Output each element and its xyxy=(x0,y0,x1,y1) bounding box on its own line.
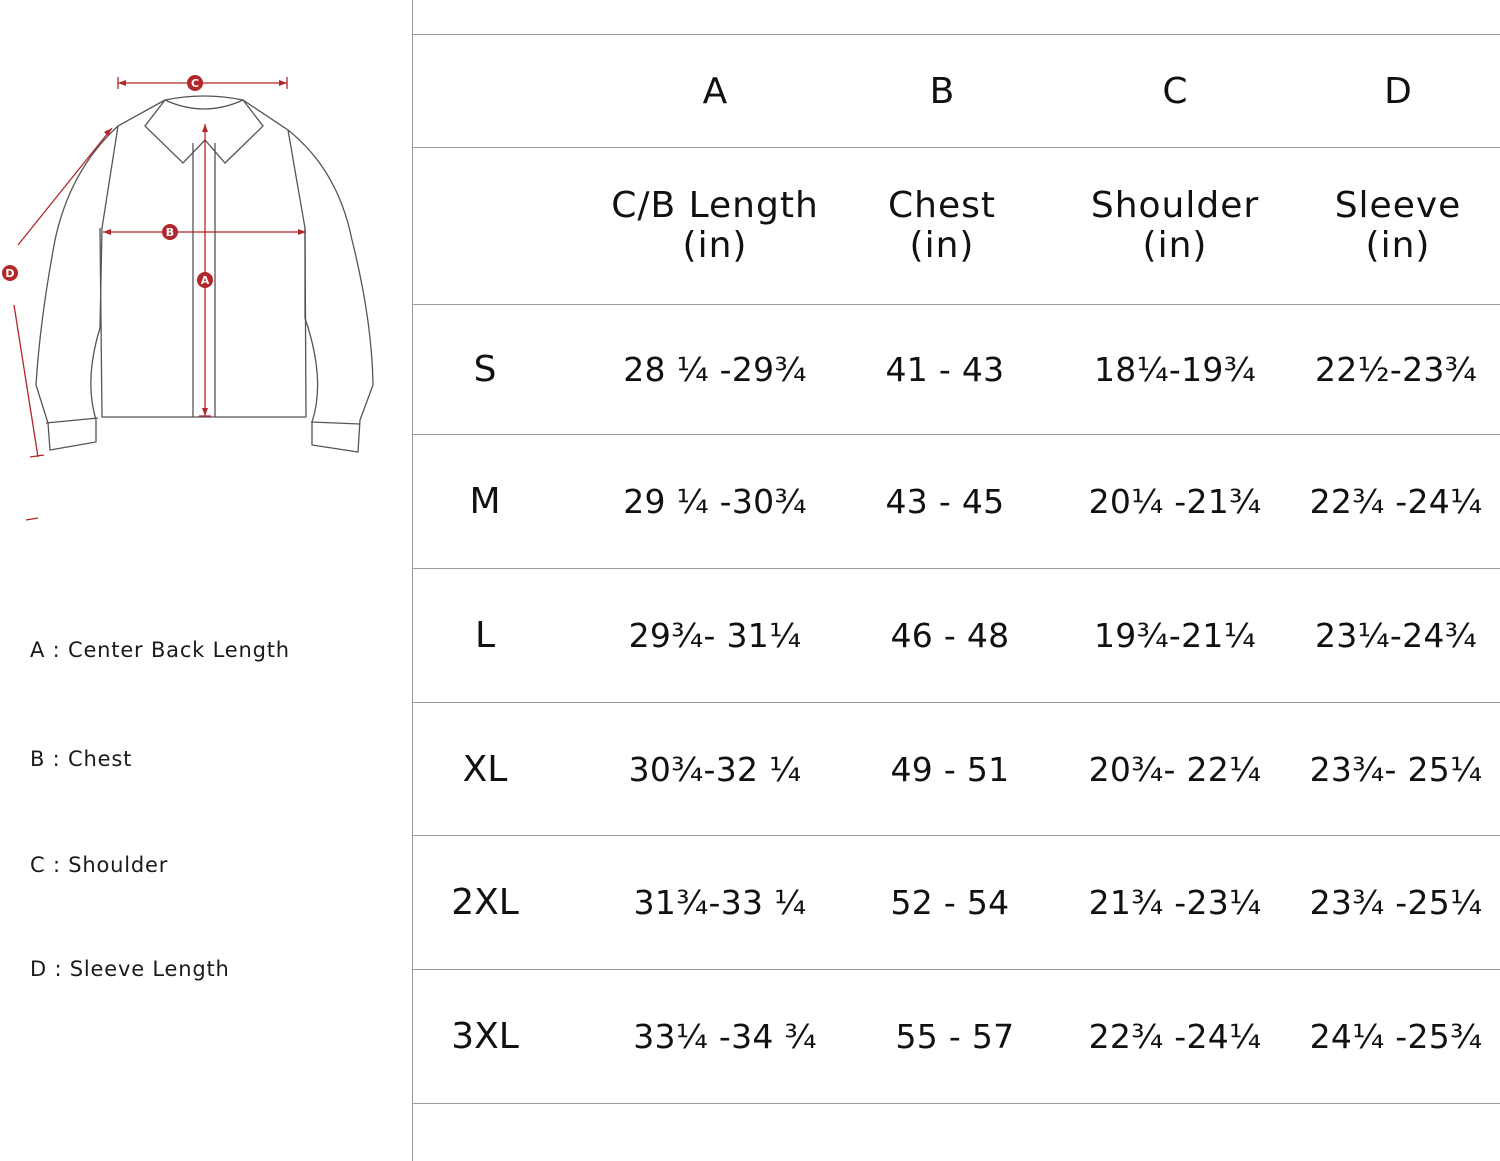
table-cell: 29 ¼ -30¾ xyxy=(623,482,807,521)
column-header-shoulder: Shoulder (in) xyxy=(1055,148,1295,304)
table-rule xyxy=(413,304,1500,305)
jacket-body-outline xyxy=(99,227,307,418)
svg-text:C: C xyxy=(191,77,199,90)
column-header-cb-length: C/B Length (in) xyxy=(595,148,835,304)
size-label-2xl: 2XL xyxy=(451,882,519,923)
size-label-3xl: 3XL xyxy=(451,1016,519,1057)
table-cell: 28 ¼ -29¾ xyxy=(623,350,807,389)
svg-text:A: A xyxy=(201,274,210,287)
marker-b xyxy=(162,224,178,240)
size-label-xl: XL xyxy=(462,748,508,790)
legend-center-back-length: A : Center Back Length xyxy=(30,638,290,662)
marker-c xyxy=(187,75,203,91)
size-label-l: L xyxy=(474,615,496,656)
table-rule xyxy=(413,147,1500,148)
legend-shoulder: C : Shoulder xyxy=(30,853,169,877)
column-header-name: Shoulder xyxy=(1090,185,1260,226)
table-cell: 19¾-21¼ xyxy=(1094,616,1256,655)
table-cell: 23¾- 25¼ xyxy=(1309,749,1483,789)
jacket-left-sleeve xyxy=(35,99,166,451)
table-cell: 31¾-33 ¼ xyxy=(633,883,807,922)
jacket-placket xyxy=(192,143,216,417)
left-panel: C B A D A : Center Back Length B : Chest… xyxy=(0,0,412,1161)
column-header-unit: (in) xyxy=(909,225,975,266)
table-rule xyxy=(413,568,1500,569)
table-rule xyxy=(413,1103,1500,1104)
table-cell: 22¾ -24¼ xyxy=(1088,1017,1262,1056)
column-header-unit: (in) xyxy=(1365,225,1431,266)
table-rule xyxy=(413,835,1500,836)
column-letter-c: C xyxy=(1162,70,1188,112)
table-rule xyxy=(413,702,1500,703)
table-cell: 30¾-32 ¼ xyxy=(628,749,802,789)
marker-d xyxy=(2,265,18,281)
table-cell: 22½-23¾ xyxy=(1315,350,1477,389)
measure-line-a xyxy=(199,124,211,417)
legend-chest: B : Chest xyxy=(30,747,133,771)
size-label-s: S xyxy=(473,349,497,390)
column-letter-b: B xyxy=(929,70,955,112)
table-cell: 41 - 43 xyxy=(885,350,1005,389)
table-cell: 20¾- 22¼ xyxy=(1088,749,1262,789)
table-cell: 55 - 57 xyxy=(895,1017,1015,1056)
table-cell: 24¼ -25¾ xyxy=(1309,1017,1483,1056)
table-cell: 43 - 45 xyxy=(885,482,1005,521)
table-rule xyxy=(413,34,1500,35)
table-cell: 20¼ -21¾ xyxy=(1088,482,1262,521)
table-left-border xyxy=(412,0,413,1161)
table-rule xyxy=(413,434,1500,435)
svg-text:B: B xyxy=(166,226,174,239)
column-header-name: Chest xyxy=(888,185,996,226)
table-cell: 23¾ -25¼ xyxy=(1309,883,1483,922)
column-header-unit: (in) xyxy=(1142,225,1208,266)
table-cell: 46 - 48 xyxy=(890,616,1010,655)
jacket-diagram: C B A D xyxy=(2,75,374,521)
column-header-sleeve: Sleeve (in) xyxy=(1298,148,1498,304)
jacket-right-sleeve xyxy=(242,99,374,453)
column-letter-a: A xyxy=(702,70,728,112)
table-cell: 49 - 51 xyxy=(890,749,1010,789)
column-header-unit: (in) xyxy=(682,225,748,266)
marker-a xyxy=(197,272,213,288)
table-cell: 21¾ -23¼ xyxy=(1088,883,1262,922)
size-label-m: M xyxy=(469,481,501,522)
legend-sleeve-length: D : Sleeve Length xyxy=(30,957,230,981)
table-cell: 33¼ -34 ¾ xyxy=(633,1017,817,1056)
table-cell: 29¾- 31¼ xyxy=(628,616,802,655)
measure-line-d xyxy=(13,127,113,458)
table-rule xyxy=(413,969,1500,970)
table-cell: 18¼-19¾ xyxy=(1094,350,1256,389)
table-cell: 52 - 54 xyxy=(890,883,1010,922)
column-letter-d: D xyxy=(1384,70,1412,112)
table-cell: 23¼-24¾ xyxy=(1315,616,1477,655)
svg-text:D: D xyxy=(5,267,14,280)
column-header-name: Sleeve xyxy=(1334,185,1462,226)
column-header-name: C/B Length xyxy=(611,185,819,226)
column-header-chest: Chest (in) xyxy=(832,148,1052,304)
table-cell: 22¾ -24¼ xyxy=(1309,482,1483,521)
jacket-collar xyxy=(144,95,264,164)
